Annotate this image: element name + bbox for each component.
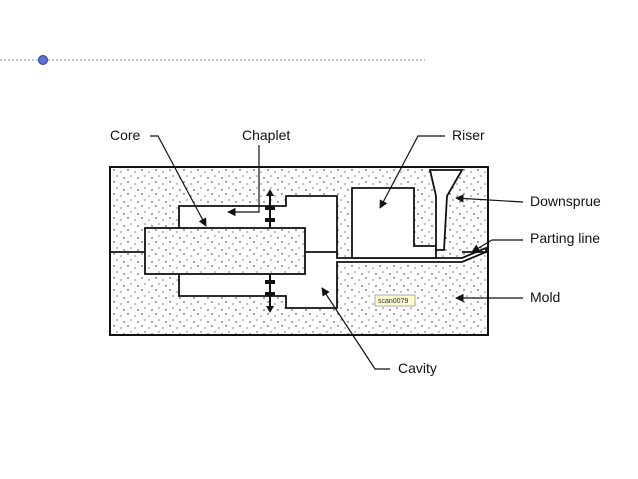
downsprue-region: [428, 169, 464, 251]
label-parting-line: Parting line: [530, 230, 600, 246]
core-leader: [150, 135, 207, 227]
riser-region: [351, 187, 437, 259]
parting-line-leader: [471, 239, 523, 253]
scan-tag-box: [374, 294, 416, 307]
leader-lines: [150, 135, 524, 370]
label-downsprue: Downsprue: [530, 193, 601, 209]
core-body: [144, 227, 306, 275]
header-bullet: [38, 55, 48, 65]
label-cavity: Cavity: [398, 360, 437, 376]
chaplet-top: [265, 189, 275, 228]
cavity-leader: [321, 287, 390, 370]
chaplet-bottom: [265, 274, 275, 313]
label-mold: Mold: [530, 289, 560, 305]
label-riser: Riser: [452, 127, 485, 143]
chaplet-leader: [227, 145, 260, 217]
downsprue-leader: [455, 194, 524, 203]
label-core: Core: [110, 127, 141, 143]
mold-diagram: scan0079: [109, 166, 489, 336]
riser-leader: [379, 135, 445, 209]
scan-tag: scan0079: [378, 298, 408, 305]
label-chaplet: Chaplet: [242, 127, 290, 143]
